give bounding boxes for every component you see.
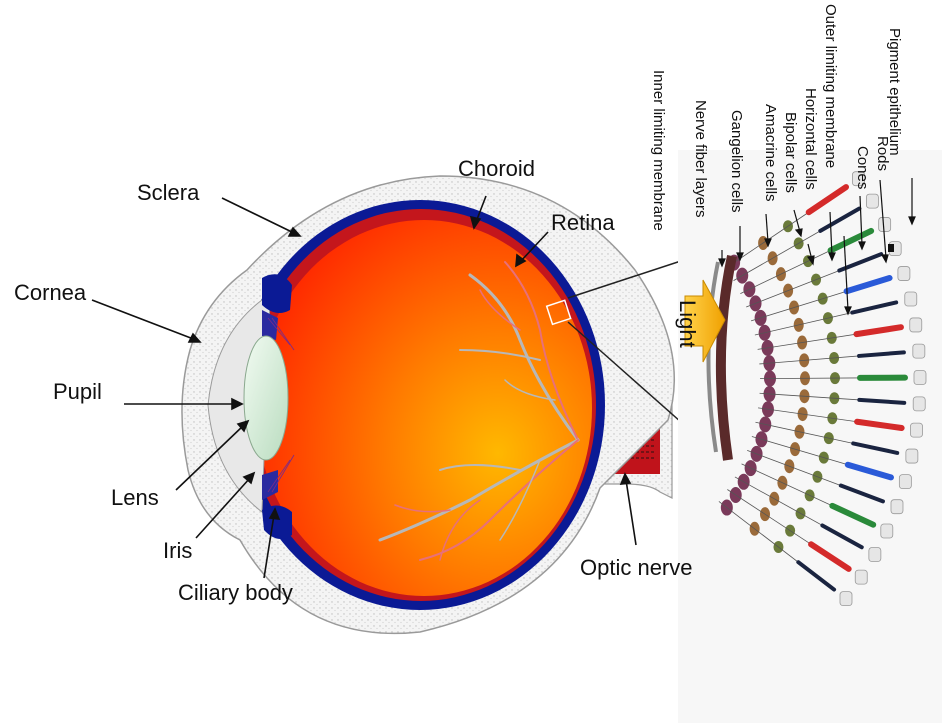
- label-nerve-fiber-layers: Nerve fiber layers: [693, 100, 708, 218]
- label-bipolar-cells: Bipolar cells: [783, 112, 798, 193]
- label-retina: Retina: [551, 212, 615, 234]
- label-amacrine-cells: Amacrine cells: [763, 104, 778, 202]
- label-iris: Iris: [163, 540, 192, 562]
- label-inner-limiting-membrane: Inner limiting membrane: [651, 70, 666, 231]
- retina-detail: [678, 150, 942, 723]
- ciliary-body-upper: [262, 274, 292, 313]
- label-outer-limiting-membrane: Outer limiting membrane: [823, 4, 838, 168]
- scale-marker: [888, 244, 894, 252]
- label-light: Light: [676, 300, 698, 348]
- label-cornea: Cornea: [14, 282, 86, 304]
- label-pigment-epithelium: Pigment epithelium: [887, 28, 902, 156]
- label-gangelion-cells: Gangelion cells: [729, 110, 744, 213]
- label-pupil: Pupil: [53, 381, 102, 403]
- label-choroid: Choroid: [458, 158, 535, 180]
- label-horizontal-cells: Horizontal cells: [803, 88, 818, 190]
- label-lens: Lens: [111, 487, 159, 509]
- label-cones: Cones: [855, 146, 870, 189]
- lens-shape: [244, 336, 288, 460]
- label-optic-nerve: Optic nerve: [580, 557, 693, 579]
- label-ciliary-body: Ciliary body: [178, 582, 293, 604]
- vitreous-body: [256, 220, 592, 596]
- label-sclera: Sclera: [137, 182, 199, 204]
